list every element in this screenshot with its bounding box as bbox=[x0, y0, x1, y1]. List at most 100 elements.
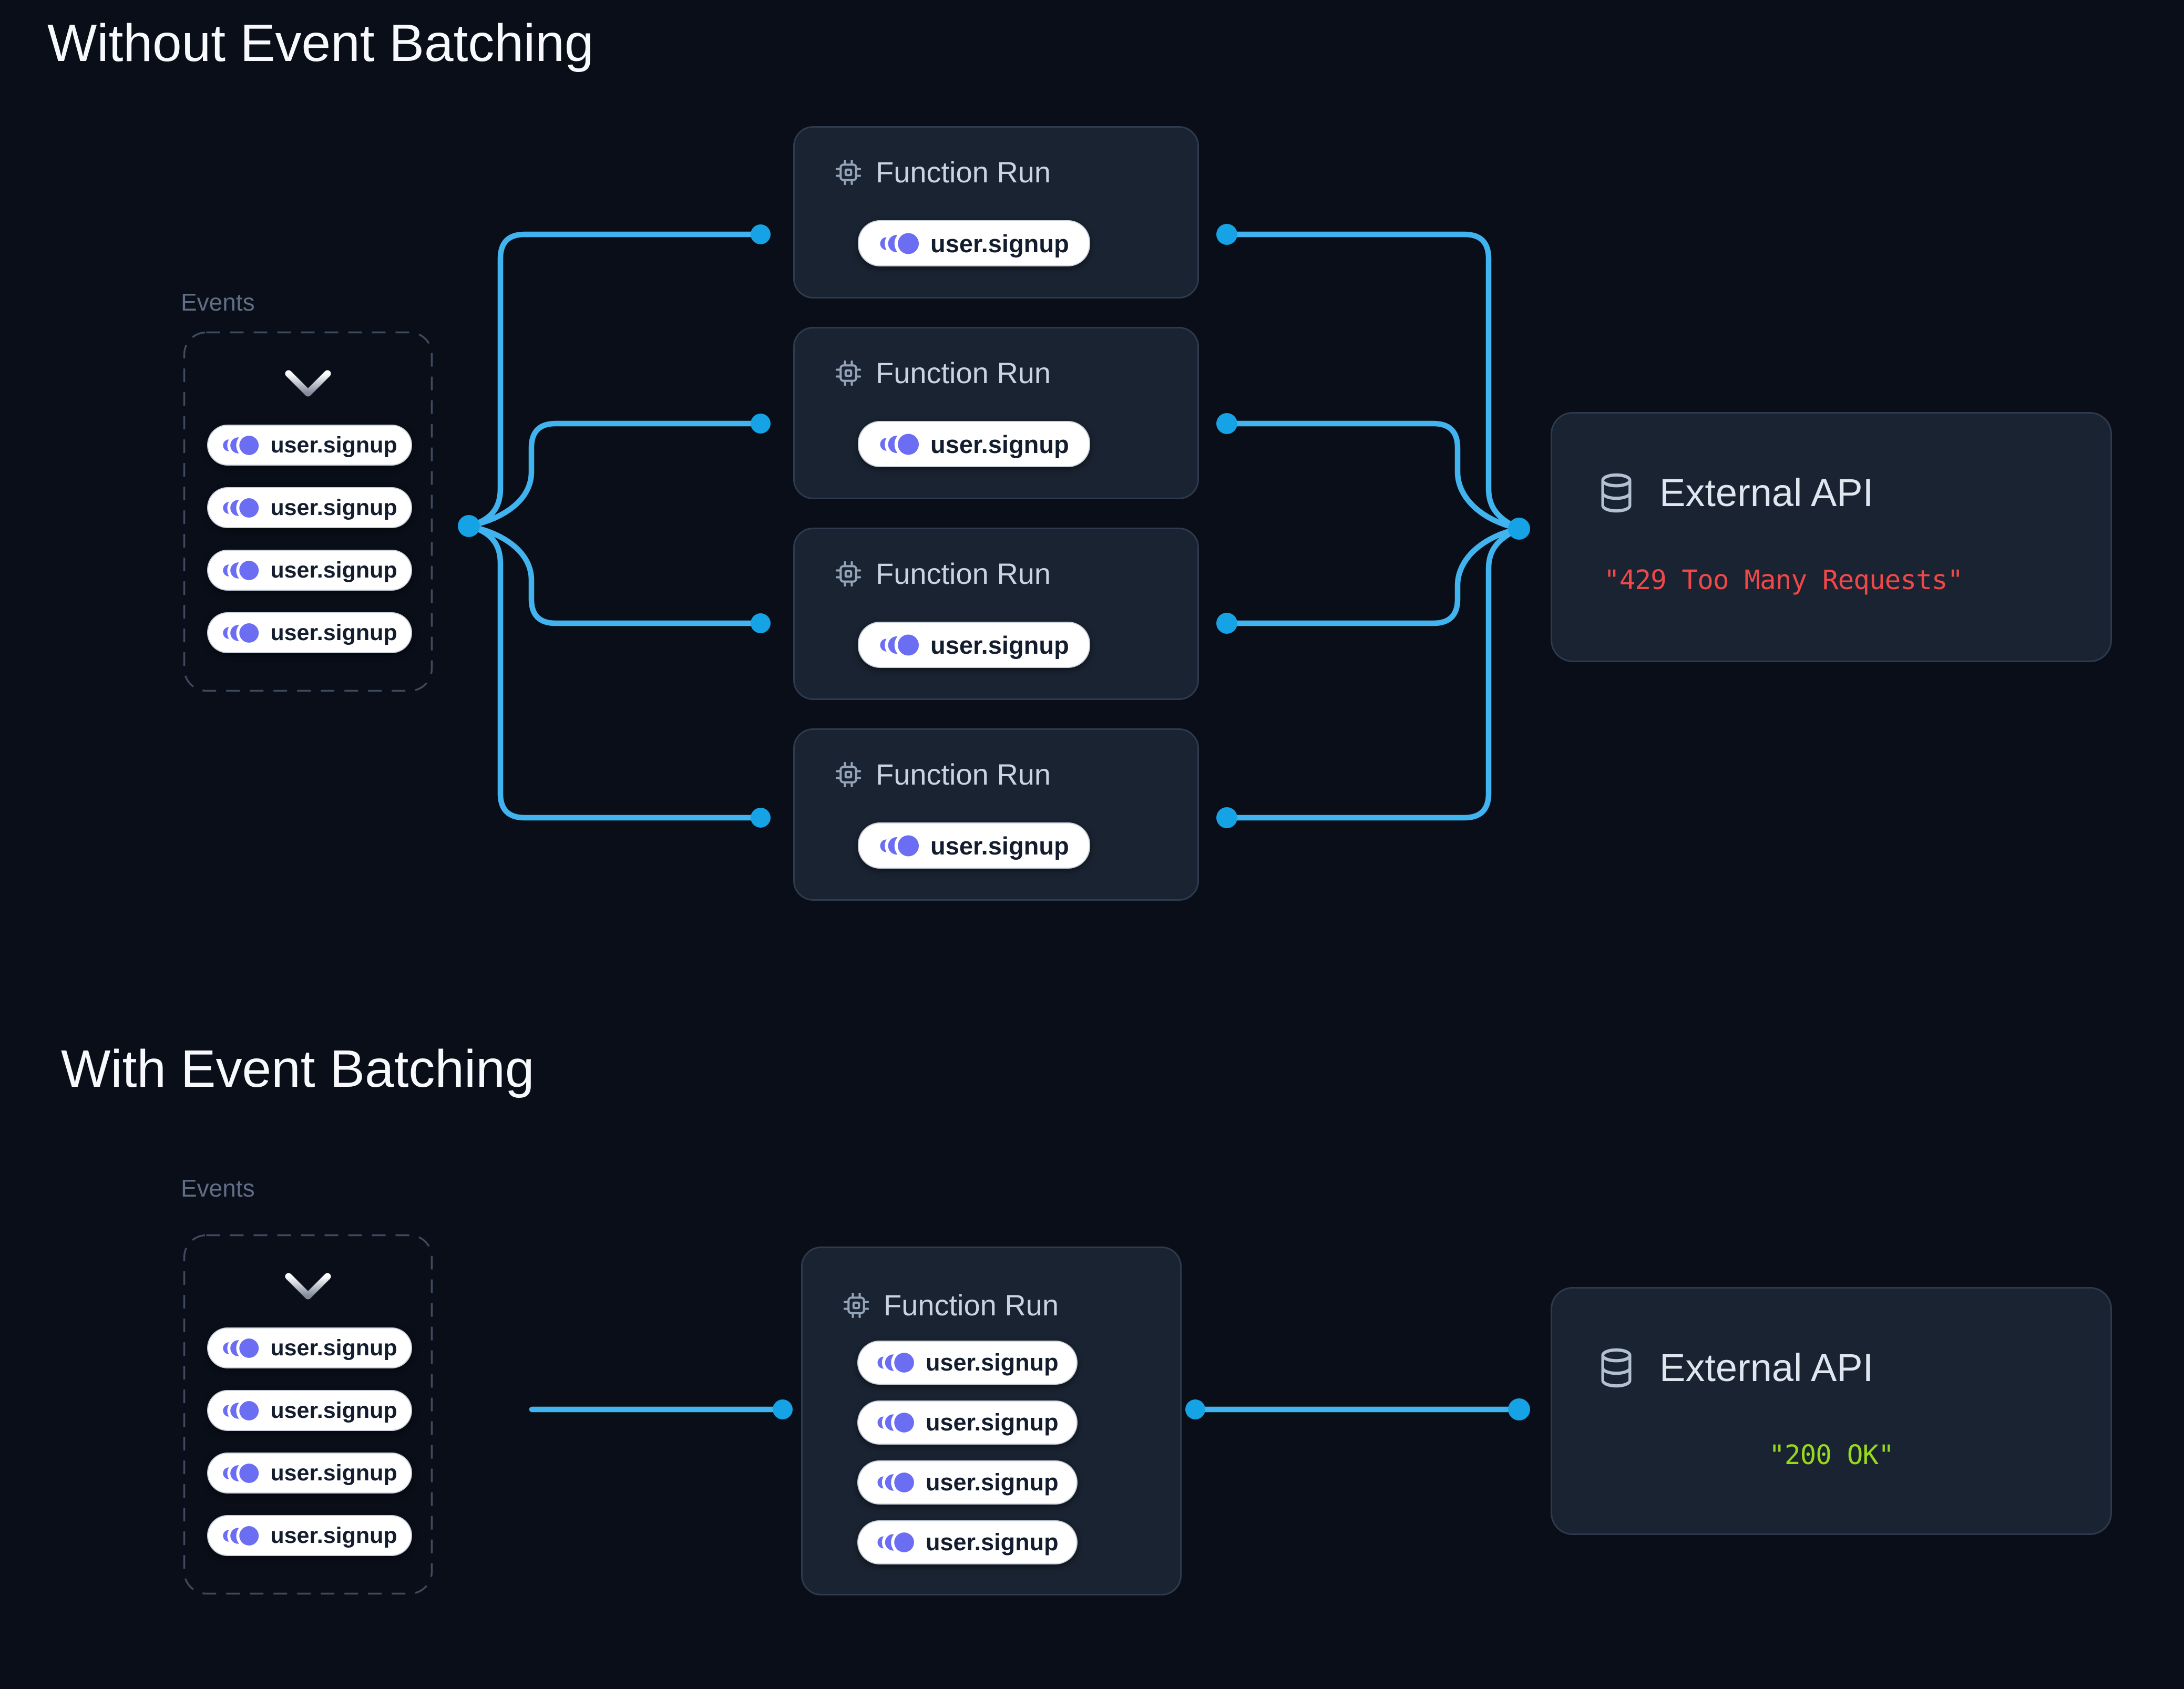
event-pill: user.signup bbox=[207, 1390, 412, 1431]
chevron-down-icon bbox=[285, 1273, 331, 1300]
function-run-card-batched: Function Run user.signup user.signup use… bbox=[801, 1247, 1182, 1595]
event-pill: user.signup bbox=[857, 1460, 1078, 1505]
wire-fanout-1 bbox=[466, 231, 764, 529]
function-run-title: Function Run bbox=[884, 1289, 1059, 1322]
event-pill-label: user.signup bbox=[270, 495, 397, 520]
cpu-icon bbox=[843, 1292, 869, 1318]
external-api-card: External API "429 Too Many Requests" bbox=[1551, 412, 2112, 662]
event-pill: user.signup bbox=[857, 1341, 1078, 1385]
event-pill-label: user.signup bbox=[270, 557, 397, 583]
chevron-down-icon bbox=[285, 370, 331, 397]
event-pill: user.signup bbox=[858, 822, 1090, 869]
events-panel: user.signup user.signup user.signup user… bbox=[183, 331, 433, 692]
wire-fanin-3 bbox=[1224, 526, 1522, 626]
dot-fn4-in bbox=[751, 808, 771, 828]
wire-fanout-2 bbox=[466, 420, 764, 529]
event-pill: user.signup bbox=[207, 1327, 412, 1368]
event-icon bbox=[223, 1523, 260, 1548]
function-run-title: Function Run bbox=[876, 758, 1051, 791]
event-pill: user.signup bbox=[858, 622, 1090, 668]
event-icon bbox=[223, 1398, 260, 1423]
external-api-title: External API bbox=[1659, 471, 1874, 514]
external-api-header: External API bbox=[1597, 1345, 1873, 1390]
function-run-title: Function Run bbox=[876, 356, 1051, 389]
event-icon bbox=[223, 433, 260, 457]
dot-batched-api bbox=[1508, 1398, 1530, 1420]
cpu-icon bbox=[835, 561, 862, 586]
event-pill: user.signup bbox=[857, 1520, 1078, 1564]
events-panel: user.signup user.signup user.signup user… bbox=[183, 1234, 433, 1595]
wire-fanin-2 bbox=[1224, 420, 1522, 532]
section-title-with-batching: With Event Batching bbox=[61, 1039, 535, 1098]
function-run-header: Function Run bbox=[843, 1288, 1059, 1322]
event-pill: user.signup bbox=[207, 1453, 412, 1494]
event-pill-label: user.signup bbox=[270, 1522, 397, 1548]
function-run-header: Function Run bbox=[835, 356, 1051, 390]
dot-fn2-out bbox=[1216, 413, 1237, 434]
event-pill-label: user.signup bbox=[270, 1335, 397, 1361]
external-api-title: External API bbox=[1659, 1346, 1874, 1389]
function-run-card: Function Run user.signup bbox=[793, 126, 1199, 298]
event-pill-label: user.signup bbox=[270, 1460, 397, 1486]
event-pill-label: user.signup bbox=[926, 1529, 1059, 1556]
cpu-icon bbox=[835, 360, 862, 386]
dot-fn1-in bbox=[751, 224, 771, 244]
event-icon bbox=[223, 558, 260, 582]
function-run-header: Function Run bbox=[835, 557, 1051, 591]
event-icon bbox=[877, 1470, 915, 1495]
wire-fanin-4 bbox=[1224, 526, 1522, 821]
dot-fn1-out bbox=[1216, 224, 1237, 245]
dot-fn2-in bbox=[751, 414, 771, 434]
external-api-header: External API bbox=[1597, 470, 1873, 515]
section-title-without-batching: Without Event Batching bbox=[47, 14, 594, 73]
event-pill-label: user.signup bbox=[270, 620, 397, 645]
wire-fanout-3 bbox=[466, 523, 764, 626]
function-run-title: Function Run bbox=[876, 557, 1051, 590]
event-pill: user.signup bbox=[858, 220, 1090, 266]
database-icon bbox=[1601, 1348, 1632, 1387]
event-pill: user.signup bbox=[207, 487, 412, 528]
function-run-header: Function Run bbox=[835, 155, 1051, 189]
event-pill-label: user.signup bbox=[930, 631, 1069, 659]
dot-fn3-out bbox=[1216, 613, 1237, 634]
event-icon bbox=[877, 1410, 915, 1435]
function-run-card: Function Run user.signup bbox=[793, 528, 1199, 700]
event-pill-label: user.signup bbox=[926, 1469, 1059, 1496]
wire-fanin-1 bbox=[1224, 231, 1522, 532]
events-label: Events bbox=[181, 289, 255, 316]
dot-fn4-out bbox=[1216, 807, 1237, 828]
event-icon bbox=[880, 632, 920, 658]
dashed-border bbox=[183, 1234, 433, 1595]
event-icon bbox=[223, 1461, 260, 1485]
cpu-icon bbox=[835, 159, 862, 185]
events-label: Events bbox=[181, 1175, 255, 1202]
merge-dot-api bbox=[1508, 518, 1530, 540]
api-status-success: "200 OK" bbox=[1769, 1440, 1894, 1471]
database-icon bbox=[1601, 473, 1632, 512]
function-run-title: Function Run bbox=[876, 156, 1051, 189]
event-pill: user.signup bbox=[858, 421, 1090, 467]
api-status-error: "429 Too Many Requests" bbox=[1604, 565, 1963, 596]
dot-fn3-in bbox=[751, 613, 771, 633]
event-pill-label: user.signup bbox=[926, 1409, 1059, 1436]
external-api-card: External API "200 OK" bbox=[1551, 1287, 2112, 1535]
merge-dot-events bbox=[458, 515, 480, 537]
dot-batched-fn-out bbox=[1185, 1399, 1205, 1419]
event-pill-label: user.signup bbox=[270, 1397, 397, 1423]
event-pill-label: user.signup bbox=[930, 430, 1069, 458]
event-icon bbox=[223, 621, 260, 645]
function-run-card: Function Run user.signup bbox=[793, 728, 1199, 901]
event-pill-label: user.signup bbox=[930, 229, 1069, 258]
event-icon bbox=[880, 230, 920, 256]
event-icon bbox=[880, 832, 920, 859]
dot-batched-fn-in bbox=[773, 1399, 793, 1419]
event-icon bbox=[877, 1351, 915, 1375]
event-pill: user.signup bbox=[207, 612, 412, 653]
event-pill-label: user.signup bbox=[270, 432, 397, 458]
event-icon bbox=[877, 1530, 915, 1554]
wire-fanout-4 bbox=[466, 523, 764, 821]
event-pill: user.signup bbox=[207, 550, 412, 591]
event-pill-label: user.signup bbox=[930, 831, 1069, 860]
